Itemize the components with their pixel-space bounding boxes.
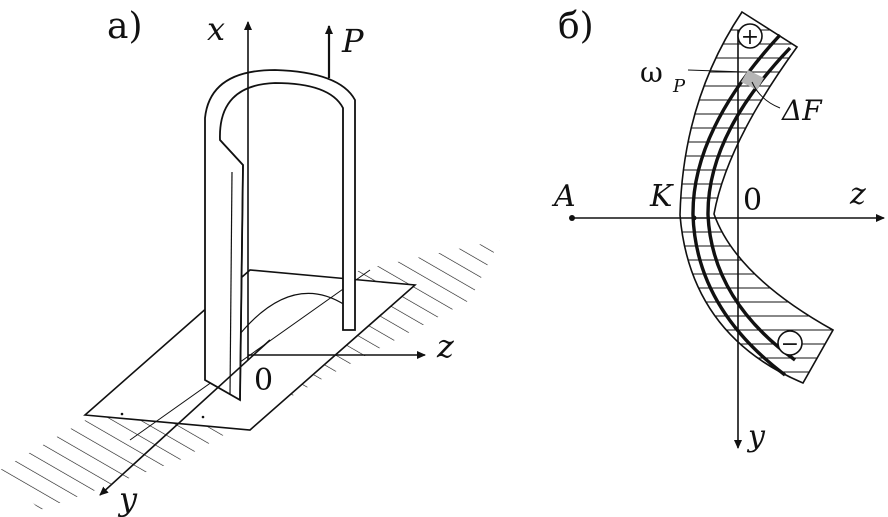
omega-label: ω	[640, 56, 663, 89]
panel-a-label: а)	[107, 6, 143, 47]
shell-cut-edge	[219, 139, 244, 401]
plate-dot-1	[120, 412, 124, 416]
axis-x-label: x	[207, 10, 225, 48]
delta-f-leader	[751, 81, 781, 109]
plate-dot-2	[201, 415, 205, 419]
panel-b: б)	[551, 6, 885, 454]
base-plate	[83, 269, 417, 431]
origin-a-label: 0	[254, 363, 273, 398]
axis-z-label-b: z	[849, 177, 866, 212]
point-k-dot	[691, 215, 697, 221]
band-outline	[679, 10, 835, 385]
element-delta-f	[741, 70, 764, 90]
axis-y-line	[99, 339, 271, 496]
minus-sign: −	[781, 332, 799, 357]
shell-profile-inner	[706, 46, 796, 362]
delta-f-label: ΔF	[781, 94, 823, 127]
minus-sign-circle	[777, 330, 803, 356]
omega-subscript: P	[672, 76, 686, 97]
axis-y-label-a: y	[117, 480, 138, 517]
point-k-label: K	[649, 179, 674, 214]
panel-a: а) x P z 0 y	[0, 6, 500, 517]
panel-b-label: б)	[558, 6, 594, 47]
axis-z-label: z	[436, 327, 455, 365]
force-p-label: P	[341, 22, 364, 60]
point-a-dot	[569, 215, 575, 221]
shell-inner-edge	[229, 171, 233, 396]
omega-leader	[687, 69, 746, 73]
plus-sign-circle	[737, 23, 763, 49]
point-a-label: A	[551, 179, 576, 214]
plus-sign: +	[741, 25, 759, 50]
origin-b-label: 0	[743, 183, 762, 218]
axis-y-label-b: y	[746, 419, 766, 454]
